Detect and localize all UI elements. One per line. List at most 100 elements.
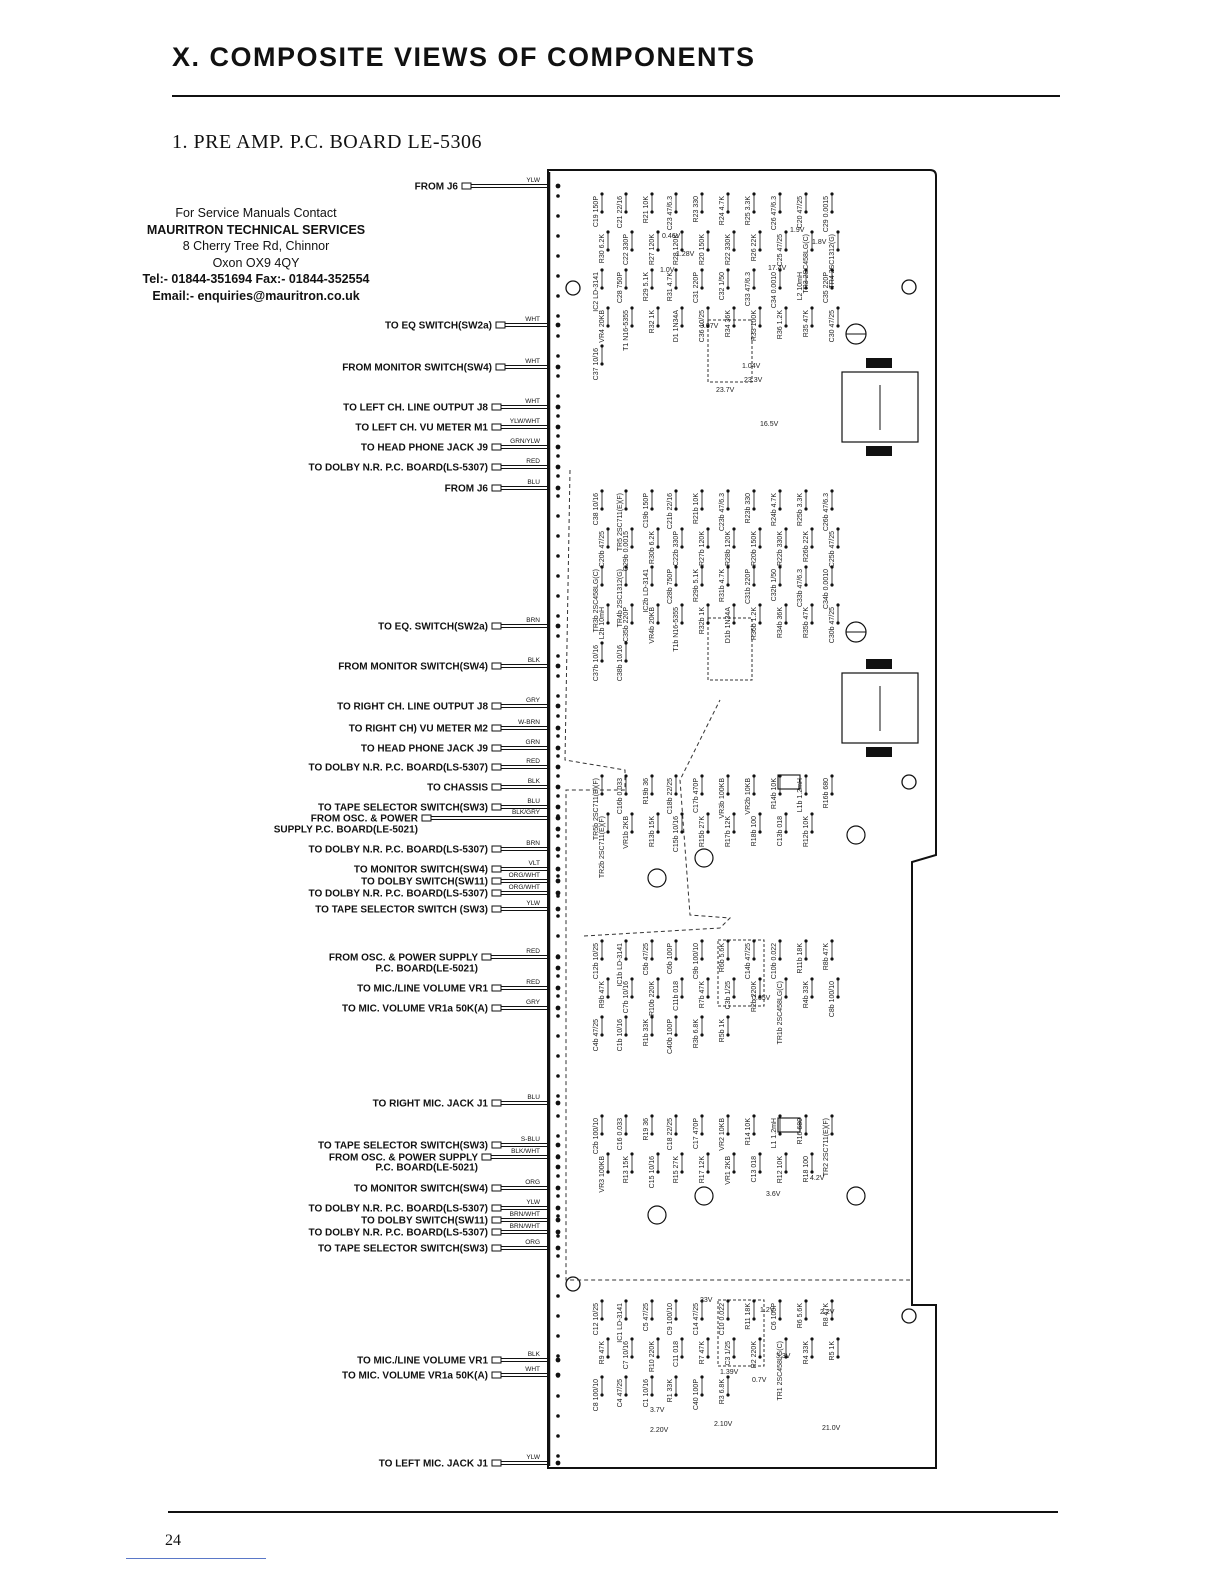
solder-pad bbox=[700, 1393, 704, 1397]
solder-pad bbox=[556, 1014, 560, 1018]
component: R2 220K bbox=[751, 1337, 762, 1368]
solder-pad bbox=[778, 939, 782, 943]
component-label: TR1 2SC458LG(C) bbox=[777, 1341, 784, 1401]
component-label: VR3 100KB bbox=[599, 1156, 606, 1193]
component: R9b 47K bbox=[599, 977, 610, 1008]
solder-pad bbox=[650, 792, 654, 796]
connection-label: TO TAPE SELECTOR SWITCH(SW3) bbox=[318, 1244, 488, 1255]
solder-pad bbox=[556, 574, 560, 578]
solder-pad bbox=[600, 659, 604, 663]
connection-label: TO EQ. SWITCH(SW2a) bbox=[378, 622, 488, 633]
solder-pad bbox=[836, 1355, 840, 1359]
component: C34b 0.0010 bbox=[823, 565, 834, 609]
solder-pad bbox=[804, 583, 808, 587]
component-label: R1 33K bbox=[667, 1379, 674, 1403]
solder-pad bbox=[732, 603, 736, 607]
component: R3b 6.8K bbox=[693, 1015, 704, 1048]
solder-pad bbox=[600, 1114, 604, 1118]
solder-pad bbox=[630, 324, 634, 328]
component-label: C38 10/16 bbox=[593, 493, 600, 525]
component-label: C11 018 bbox=[673, 1341, 680, 1367]
component: C2b 100/10 bbox=[593, 1114, 604, 1154]
component: VR2 10KB bbox=[719, 1114, 730, 1151]
solder-pad bbox=[700, 286, 704, 290]
ic-ic2 bbox=[707, 319, 753, 383]
component-label: C9 100/10 bbox=[667, 1303, 674, 1335]
solder-pad bbox=[758, 527, 762, 531]
component-label: R4 33K bbox=[803, 1341, 810, 1365]
solder-pad bbox=[606, 248, 610, 252]
solder-pad bbox=[656, 324, 660, 328]
solder-pad bbox=[732, 995, 736, 999]
component-label: C38b 10/16 bbox=[617, 645, 624, 681]
wire-color-label: S-BLU bbox=[521, 1136, 540, 1143]
solder-pad bbox=[752, 939, 756, 943]
component: C36 10/25 bbox=[699, 306, 710, 342]
solder-pad bbox=[706, 977, 710, 981]
solder-pad bbox=[624, 565, 628, 569]
mount-hole bbox=[565, 280, 581, 296]
connection-row: FROM MONITOR SWITCH(SW4)WHT bbox=[342, 358, 561, 374]
component-label: D1 1N34A bbox=[673, 310, 680, 343]
component-label: C11b 018 bbox=[673, 981, 680, 1011]
component-label: R15 27K bbox=[673, 1156, 680, 1184]
wire-terminal bbox=[481, 1153, 492, 1161]
solder-pad bbox=[700, 774, 704, 778]
solder-pad bbox=[726, 268, 730, 272]
solder-pad bbox=[555, 764, 561, 770]
component: T1b N16-5355 bbox=[673, 603, 684, 652]
solder-pad bbox=[556, 274, 560, 278]
solder-pad bbox=[758, 230, 762, 234]
solder-pad bbox=[556, 1034, 560, 1038]
component-label: TR5 2SC711(E)(F) bbox=[617, 493, 624, 551]
component-label: R4b 33K bbox=[803, 981, 810, 1009]
solder-pad bbox=[650, 1132, 654, 1136]
component: R8b 47K bbox=[823, 939, 834, 970]
ic-ic2b bbox=[707, 617, 753, 681]
component-label: C33 47/6.3 bbox=[745, 272, 752, 306]
solder-pad bbox=[606, 1170, 610, 1174]
solder-pad bbox=[700, 210, 704, 214]
solder-pad bbox=[606, 812, 610, 816]
component-label: L1 1.2mH bbox=[771, 1118, 778, 1148]
solder-pad bbox=[600, 192, 604, 196]
solder-pad bbox=[706, 621, 710, 625]
solder-pad bbox=[555, 1164, 561, 1170]
wire-terminal bbox=[491, 984, 502, 992]
solder-pad bbox=[650, 583, 654, 587]
solder-pad bbox=[624, 1393, 628, 1397]
component: C31 220P bbox=[693, 268, 704, 303]
component-label: TR5b 2SC711(E)(F) bbox=[593, 778, 600, 840]
wire-terminal bbox=[421, 814, 432, 822]
solder-pad bbox=[752, 565, 756, 569]
component: R31 4.7K bbox=[667, 268, 678, 301]
component-label: R33 100K bbox=[751, 310, 758, 341]
solder-pad bbox=[804, 268, 808, 272]
solder-pad bbox=[830, 1132, 834, 1136]
solder-pad bbox=[726, 939, 730, 943]
wire-color-label: YLW bbox=[526, 177, 540, 184]
component-label: R13b 15K bbox=[649, 816, 656, 847]
component: R4b 33K bbox=[803, 977, 814, 1008]
solder-pad bbox=[600, 774, 604, 778]
connection-label: TO LEFT CH. VU METER M1 bbox=[355, 423, 488, 434]
solder-pad bbox=[600, 489, 604, 493]
component-label: R12b 10K bbox=[803, 816, 810, 847]
solder-pad bbox=[680, 230, 684, 234]
solder-pad bbox=[804, 1299, 808, 1303]
component: TR5b 2SC711(E)(F) bbox=[593, 774, 604, 840]
connection-label: TO HEAD PHONE JACK J9 bbox=[361, 443, 489, 454]
wire-color-label: BRN/WHT bbox=[510, 1223, 540, 1230]
solder-pad bbox=[555, 878, 561, 884]
voltage-label: 21.0V bbox=[822, 1425, 841, 1432]
solder-pad bbox=[778, 268, 782, 272]
solder-pad bbox=[752, 210, 756, 214]
component-label: TR3 2SC458LG(C) bbox=[803, 234, 810, 294]
component: C9b 100/10 bbox=[693, 939, 704, 979]
inductor-l1b bbox=[777, 774, 801, 790]
solder-pad bbox=[836, 621, 840, 625]
solder-pad bbox=[674, 489, 678, 493]
solder-pad bbox=[606, 527, 610, 531]
